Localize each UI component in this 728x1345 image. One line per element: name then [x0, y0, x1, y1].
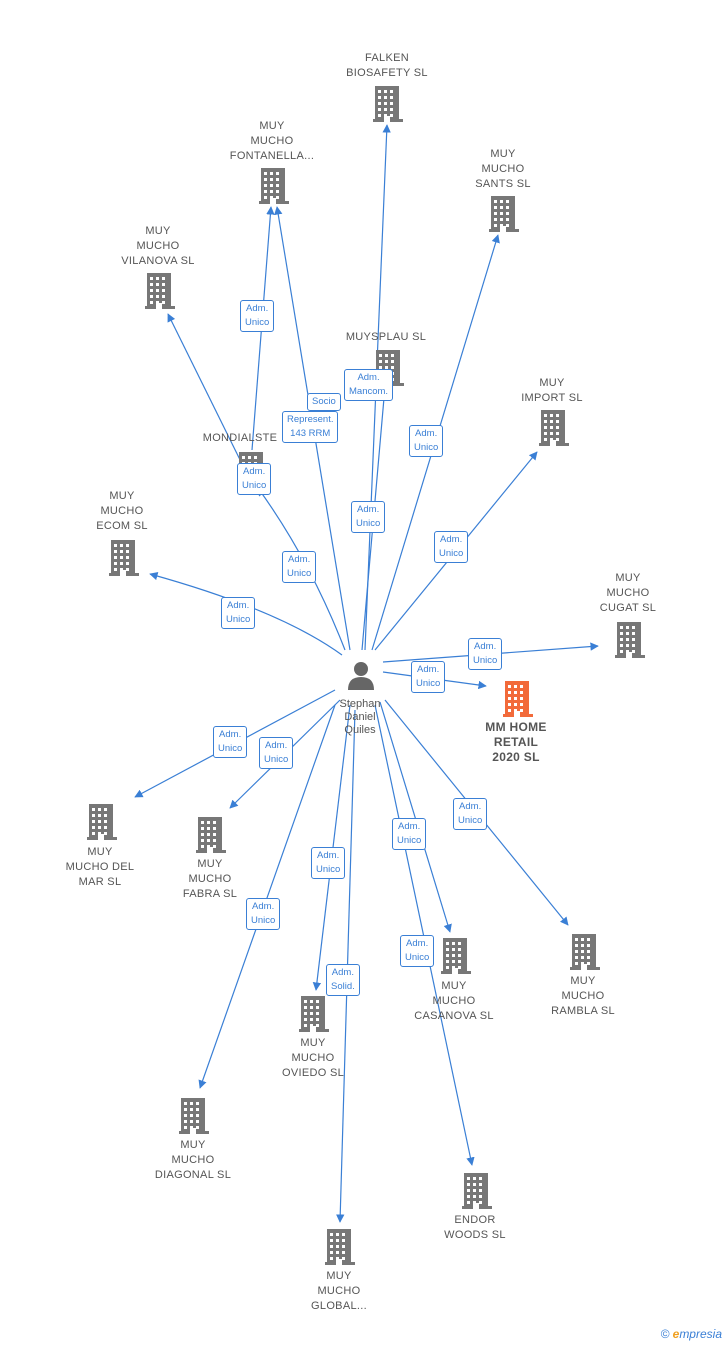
node-label-cugat[interactable]: MUY MUCHO CUGAT SL	[599, 572, 657, 614]
person-name[interactable]: Stephan Daniel Quiles	[339, 698, 381, 736]
building-icon[interactable]	[539, 410, 569, 451]
edge-label-fabra[interactable]: Adm. Unico	[259, 737, 294, 769]
copyright-symbol: ©	[660, 1327, 670, 1341]
building-icon[interactable]	[145, 273, 175, 314]
node-label-diagonal[interactable]: MUY MUCHO DIAGONAL SL	[154, 1139, 232, 1181]
edge-vilanova	[167, 313, 251, 481]
edge-label-endor[interactable]: Adm. Unico	[400, 935, 435, 967]
node-label-rambla[interactable]: MUY MUCHO RAMBLA SL	[551, 975, 615, 1017]
node-label-ecom[interactable]: MUY MUCHO ECOM SL	[96, 490, 148, 532]
node-label-endor[interactable]: ENDOR WOODS SL	[444, 1214, 506, 1241]
logo-text: mpresia	[679, 1327, 722, 1341]
edge-label-import[interactable]: Adm. Unico	[434, 531, 469, 563]
node-label-sants[interactable]: MUY MUCHO SANTS SL	[475, 148, 531, 190]
logo-e: e	[672, 1327, 680, 1341]
node-label-delmar[interactable]: MUY MUCHO DEL MAR SL	[65, 846, 135, 888]
node-label-mondialste[interactable]: MONDIALSTE	[202, 432, 278, 444]
edge-label-vilanova[interactable]: Adm. Unico	[282, 551, 317, 583]
building-icon[interactable]	[462, 1173, 492, 1214]
edge-label-socio[interactable]: Socio	[307, 393, 341, 411]
edge-label-solid[interactable]: Adm. Solid.	[326, 964, 360, 996]
building-icon[interactable]	[87, 804, 117, 845]
person-icon	[346, 660, 376, 695]
building-icon[interactable]	[196, 817, 226, 858]
edge-ecom	[149, 571, 343, 656]
building-icon[interactable]	[441, 938, 471, 979]
building-icon[interactable]	[570, 934, 600, 975]
edge-label-muysplau[interactable]: Adm. Unico	[351, 501, 386, 533]
edge-label-diagonal[interactable]: Adm. Unico	[246, 898, 281, 930]
building-icon[interactable]	[489, 196, 519, 237]
building-icon[interactable]	[503, 681, 533, 722]
edge-label-represent[interactable]: Represent. 143 RRM	[282, 411, 339, 443]
edge-label-mondialste[interactable]: Adm. Unico	[237, 463, 272, 495]
building-icon[interactable]	[325, 1229, 355, 1270]
node-label-fabra[interactable]: MUY MUCHO FABRA SL	[182, 858, 238, 900]
building-icon[interactable]	[179, 1098, 209, 1139]
node-label-global[interactable]: MUY MUCHO GLOBAL...	[311, 1270, 367, 1312]
edge-label-fontanella[interactable]: Adm. Unico	[240, 300, 275, 332]
edge-label-rambla[interactable]: Adm. Unico	[453, 798, 488, 830]
edge-diagonal	[198, 704, 336, 1089]
edge-label-sants[interactable]: Adm. Unico	[409, 425, 444, 457]
edge-label-oviedo[interactable]: Adm. Unico	[311, 847, 346, 879]
edge-label-cugat[interactable]: Adm. Unico	[468, 638, 503, 670]
node-label-fontanella[interactable]: MUY MUCHO FONTANELLA...	[229, 120, 315, 162]
edge-casanova	[379, 701, 452, 933]
edge-label-mmhome[interactable]: Adm. Unico	[411, 661, 446, 693]
empresia-logo[interactable]: ©empresia	[661, 1327, 722, 1341]
node-label-casanova[interactable]: MUY MUCHO CASANOVA SL	[414, 980, 494, 1022]
edge-label-delmar[interactable]: Adm. Unico	[213, 726, 248, 758]
node-label-mmhome[interactable]: MM HOME RETAIL 2020 SL	[485, 720, 547, 764]
building-icon[interactable]	[615, 622, 645, 663]
edge-label-ecom[interactable]: Adm. Unico	[221, 597, 256, 629]
building-icon[interactable]	[373, 86, 403, 127]
node-label-oviedo[interactable]: MUY MUCHO OVIEDO SL	[282, 1037, 344, 1079]
building-icon[interactable]	[259, 168, 289, 209]
building-icon[interactable]	[299, 996, 329, 1037]
edge-label-casanova[interactable]: Adm. Unico	[392, 818, 427, 850]
node-label-import[interactable]: MUY IMPORT SL	[521, 377, 583, 404]
node-label-vilanova[interactable]: MUY MUCHO VILANOVA SL	[121, 225, 195, 267]
edge-label-mancom[interactable]: Adm. Mancom.	[344, 369, 394, 401]
node-label-falken[interactable]: FALKEN BIOSAFETY SL	[346, 52, 428, 79]
building-icon[interactable]	[109, 540, 139, 581]
node-label-muysplau[interactable]: MUYSPLAU SL	[345, 331, 427, 343]
